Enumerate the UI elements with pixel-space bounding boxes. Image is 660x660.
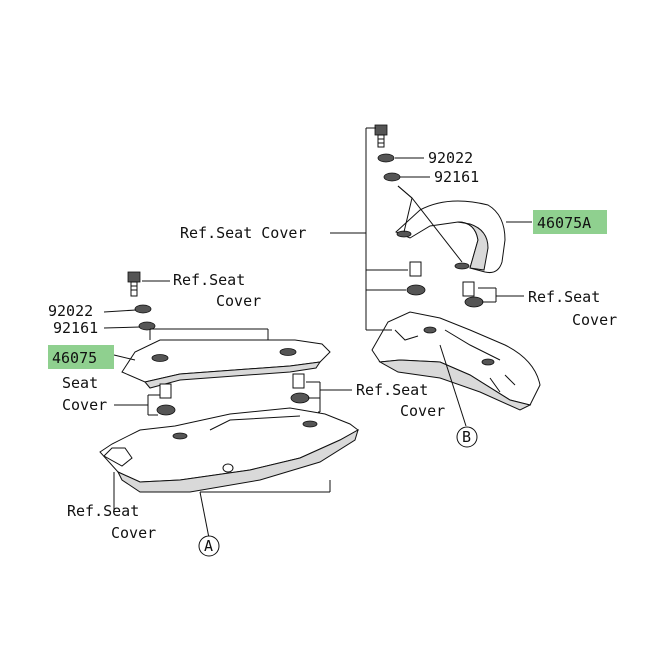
label-ref-seat-a-bottom: Ref.Seat xyxy=(67,502,139,520)
seat-cover-b xyxy=(371,311,541,411)
bolt-b xyxy=(374,124,388,148)
label-46075a: 46075A xyxy=(537,214,591,232)
label-ref-seat-cover-b-left: Ref.Seat Cover xyxy=(180,224,306,242)
label-cover-a-mid: Cover xyxy=(400,402,445,420)
seat-cover-a xyxy=(99,407,359,493)
grab-rail-46075a xyxy=(395,200,506,273)
label-92161-b: 92161 xyxy=(434,168,479,186)
spacer-b-right xyxy=(462,281,475,297)
washer-92022-a xyxy=(134,304,152,314)
washer-92022-b xyxy=(377,153,395,163)
label-ref-seat-a-top: Ref.Seat xyxy=(173,271,245,289)
spacer-a-right xyxy=(292,373,305,389)
label-cover-b-right: Cover xyxy=(572,311,617,329)
assembly-b xyxy=(330,124,541,427)
grommet-a-left xyxy=(156,404,176,416)
svg-text:A: A xyxy=(204,537,213,555)
svg-text:B: B xyxy=(462,428,471,446)
grommet-b-right xyxy=(464,296,484,308)
spacer-a-left xyxy=(159,383,172,399)
spacer-b-left xyxy=(409,261,422,277)
label-cover-a-top: Cover xyxy=(216,292,261,310)
grab-rail-46075 xyxy=(121,339,331,389)
washer-92161-b xyxy=(383,172,401,182)
callout-a: A xyxy=(198,535,220,557)
highlight-46075 xyxy=(48,345,114,369)
label-cover-a: Cover xyxy=(62,396,107,414)
label-cover-a-bottom: Cover xyxy=(111,524,156,542)
label-92022-a: 92022 xyxy=(48,302,93,320)
callout-b: B xyxy=(456,426,478,448)
grommet-b-left xyxy=(406,284,426,296)
bolt-a xyxy=(127,271,141,297)
label-92022-b: 92022 xyxy=(428,149,473,167)
washer-92161-a xyxy=(138,321,156,331)
grommet-a-right xyxy=(290,392,310,404)
label-ref-seat-b-right: Ref.Seat xyxy=(528,288,600,306)
highlight-46075a xyxy=(533,210,607,234)
label-seat-a: Seat xyxy=(62,374,98,392)
label-ref-seat-a-mid: Ref.Seat xyxy=(356,381,428,399)
label-46075: 46075 xyxy=(52,349,97,367)
assembly-a xyxy=(99,271,359,539)
label-92161-a: 92161 xyxy=(53,319,98,337)
